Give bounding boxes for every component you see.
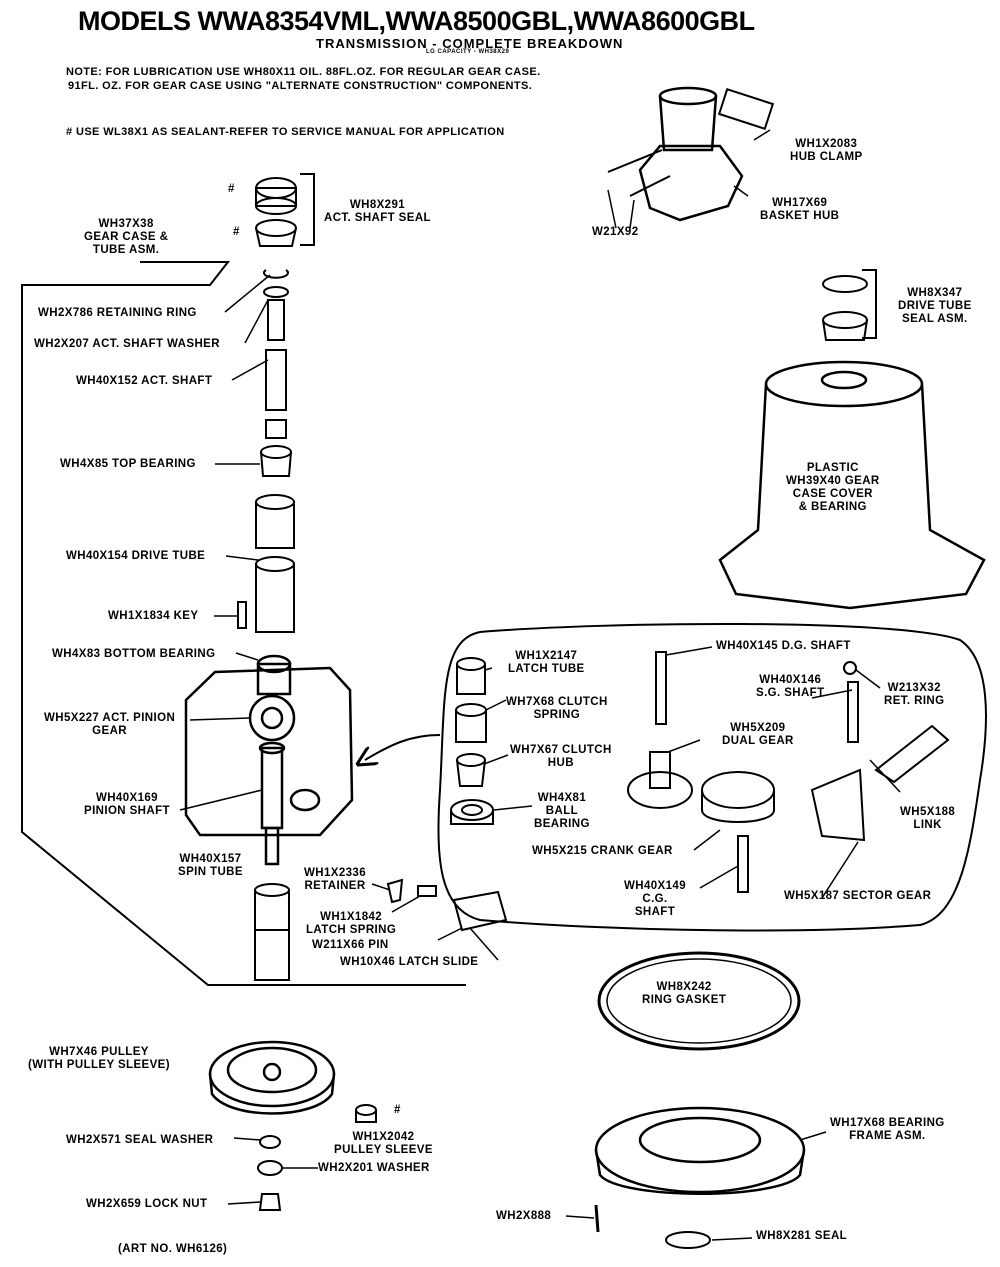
hash-marker-3: # <box>394 1104 401 1116</box>
key-part <box>237 601 247 629</box>
gear-case-bracket <box>21 261 466 986</box>
page-subtitle: TRANSMISSION - COMPLETE BREAKDOWN <box>316 36 624 51</box>
label-pin: W211X66 PIN <box>312 939 389 951</box>
latch-tube-part <box>456 657 486 695</box>
label-act-shaft: WH40X152 ACT. SHAFT <box>76 375 213 387</box>
hash-marker-1: # <box>228 183 235 195</box>
seal-part <box>665 1231 711 1249</box>
label-latch-slide: WH10X46 LATCH SLIDE <box>340 956 479 968</box>
cg-shaft-part <box>737 835 749 893</box>
ball-bearing-part <box>450 799 494 825</box>
label-key: WH1X1834 KEY <box>108 610 199 622</box>
label-bottom-bearing: WH4X83 BOTTOM BEARING <box>52 648 216 660</box>
bearing-frame-part <box>594 1106 806 1195</box>
label-gear-case-tube: WH37X38 GEAR CASE & TUBE ASM. <box>84 218 169 256</box>
label-sector-gear: WH5X187 SECTOR GEAR <box>784 890 932 902</box>
label-seal-washer: WH2X571 SEAL WASHER <box>66 1134 214 1146</box>
label-ret-ring: W213X32 RET. RING <box>884 682 945 707</box>
sealant-note: # USE WL38X1 AS SEALANT-REFER TO SERVICE… <box>66 126 505 138</box>
label-pinion-shaft: WH40X169 PINION SHAFT <box>84 792 170 817</box>
label-wh2x888: WH2X888 <box>496 1210 552 1222</box>
label-pulley: WH7X46 PULLEY (WITH PULLEY SLEEVE) <box>28 1046 170 1071</box>
label-sg-shaft: WH40X146 S.G. SHAFT <box>756 674 825 699</box>
wh2x888-part <box>594 1204 600 1233</box>
label-retainer: WH1X2336 RETAINER <box>304 867 367 892</box>
label-retaining-ring: WH2X786 RETAINING RING <box>38 307 197 319</box>
seal-washer-part <box>259 1135 281 1149</box>
ret-ring-part <box>843 661 857 675</box>
leader-lines <box>179 129 901 1241</box>
act-shaft-washer-part <box>263 286 289 298</box>
label-pulley-sleeve: WH1X2042 PULLEY SLEEVE <box>334 1131 433 1156</box>
label-basket-hub: WH17X69 BASKET HUB <box>760 197 840 222</box>
act-shaft-seal-part <box>255 177 297 247</box>
label-ring-gasket: WH8X242 RING GASKET <box>642 981 727 1006</box>
capacity-note: LG CAPACITY - WH38X29 <box>426 49 510 55</box>
w21x92-bolts <box>607 149 671 197</box>
arrow-to-gear-case <box>365 734 441 760</box>
crank-gear-part <box>701 771 775 823</box>
label-w21x92: W21X92 <box>592 226 639 238</box>
clutch-spring-part <box>455 703 487 743</box>
label-clutch-hub: WH7X67 CLUTCH HUB <box>510 744 612 769</box>
label-bearing-frame: WH17X68 BEARING FRAME ASM. <box>830 1117 945 1142</box>
gear-case-cover-part <box>718 360 986 610</box>
retainer-part <box>386 878 404 904</box>
seal-bracket <box>300 173 315 246</box>
lubrication-note-line-1: NOTE: FOR LUBRICATION USE WH80X11 OIL. 8… <box>66 66 541 78</box>
dg-shaft-part <box>655 651 667 725</box>
label-latch-tube: WH1X2147 LATCH TUBE <box>508 650 585 675</box>
label-cg-shaft: WH40X149 C.G. SHAFT <box>624 880 687 918</box>
label-spin-tube: WH40X157 SPIN TUBE <box>178 853 243 878</box>
latch-slide-part <box>452 890 508 932</box>
link-part <box>874 724 950 784</box>
washer-part <box>257 1160 283 1176</box>
label-hub-clamp: WH1X2083 HUB CLAMP <box>790 138 863 163</box>
label-seal: WH8X281 SEAL <box>756 1230 848 1242</box>
pulley-sleeve-part <box>355 1104 377 1123</box>
sector-gear-part <box>810 768 866 842</box>
drive-tube-part <box>255 494 295 633</box>
label-crank-gear: WH5X215 CRANK GEAR <box>532 845 673 857</box>
dual-gear-part <box>627 751 693 809</box>
label-drive-tube: WH40X154 DRIVE TUBE <box>66 550 206 562</box>
top-bearing-part <box>260 445 292 477</box>
label-drive-tube-seal: WH8X347 DRIVE TUBE SEAL ASM. <box>898 287 972 325</box>
hub-clamp-part <box>717 87 775 131</box>
ring-gasket-part <box>597 951 801 1051</box>
hash-marker-2: # <box>233 226 240 238</box>
basket-hub-part <box>638 86 744 222</box>
lock-nut-part <box>258 1193 282 1211</box>
label-dual-gear: WH5X209 DUAL GEAR <box>722 722 794 747</box>
sg-shaft-part <box>847 681 859 743</box>
page-title: MODELS WWA8354VML,WWA8500GBL,WWA8600GBL <box>78 6 755 36</box>
clutch-hub-part <box>456 753 486 787</box>
drive-tube-seal-bracket <box>862 269 877 339</box>
retaining-ring-part <box>263 269 289 279</box>
label-top-bearing: WH4X85 TOP BEARING <box>60 458 196 470</box>
art-number: (ART NO. WH6126) <box>118 1243 228 1255</box>
label-dg-shaft: WH40X145 D.G. SHAFT <box>716 640 851 652</box>
pulley-part <box>208 1040 336 1115</box>
drive-tube-seal-part <box>822 275 868 341</box>
label-ball-bearing: WH4X81 BALL BEARING <box>534 792 590 830</box>
label-act-shaft-seal: WH8X291 ACT. SHAFT SEAL <box>324 199 431 224</box>
label-gear-case-cover: PLASTIC WH39X40 GEAR CASE COVER & BEARIN… <box>786 462 880 513</box>
spin-tube-part <box>254 883 290 981</box>
label-clutch-spring: WH7X68 CLUTCH SPRING <box>506 696 608 721</box>
latch-spring-part <box>417 885 437 897</box>
label-lock-nut: WH2X659 LOCK NUT <box>86 1198 208 1210</box>
act-shaft-part <box>265 299 287 439</box>
label-act-shaft-washer: WH2X207 ACT. SHAFT WASHER <box>34 338 220 350</box>
label-link: WH5X188 LINK <box>900 806 956 831</box>
label-latch-spring: WH1X1842 LATCH SPRING <box>306 911 397 936</box>
gear-case-body <box>184 654 354 866</box>
gear-group-outline <box>437 622 987 932</box>
lubrication-note-line-2: 91FL. OZ. FOR GEAR CASE USING "ALTERNATE… <box>68 80 533 92</box>
label-act-pinion-gear: WH5X227 ACT. PINION GEAR <box>44 712 176 737</box>
label-washer: WH2X201 WASHER <box>318 1162 430 1174</box>
